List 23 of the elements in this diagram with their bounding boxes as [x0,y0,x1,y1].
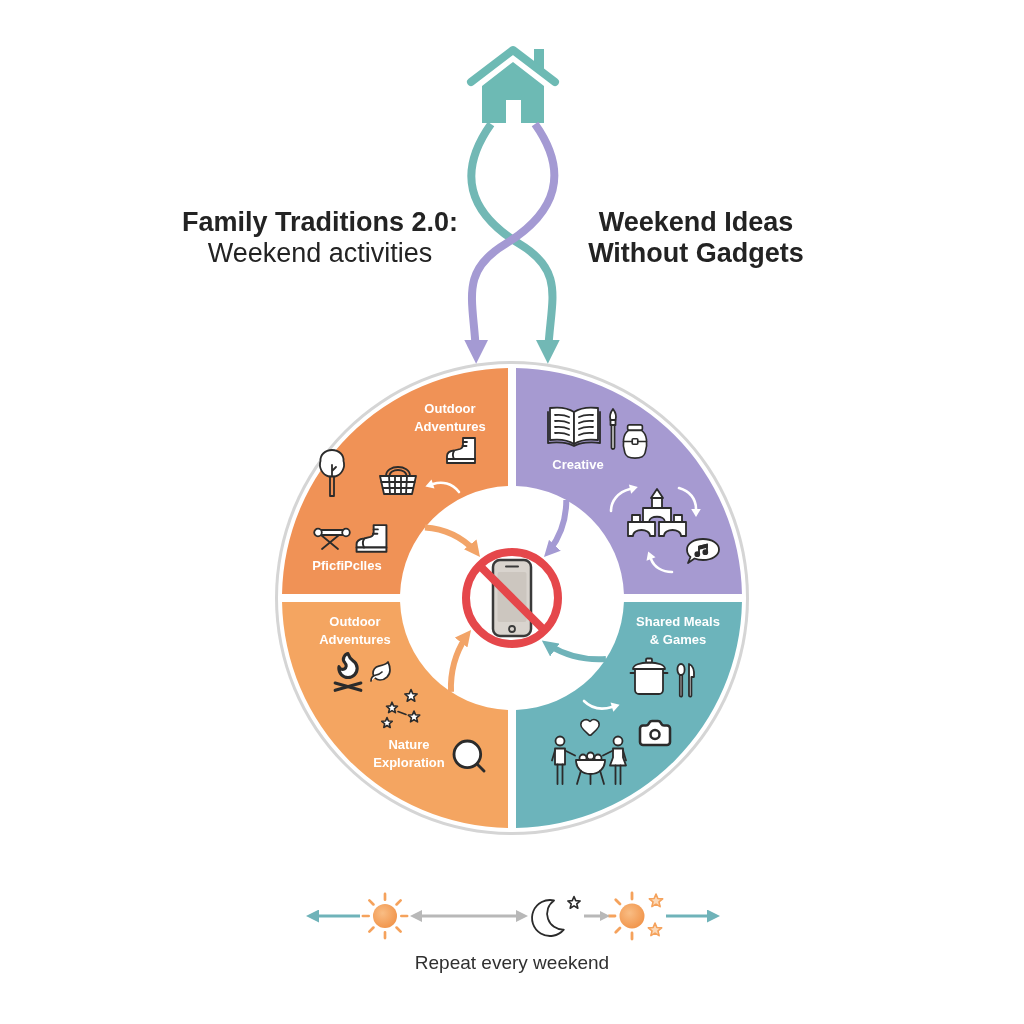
arrow [584,911,610,921]
quadrant-label: Outdoor Adventures [318,613,392,649]
quadrant-label: Shared Meals & Games [635,613,721,649]
moon-star-icon [528,894,584,938]
title: Family Traditions 2.0: [181,207,459,238]
curved-arrow [424,524,483,559]
subtitle: Weekend activities [207,238,433,269]
quadrant-label: PficfiPclles [311,557,383,575]
caption: Repeat every weekend [414,951,610,975]
double-arrow [410,910,528,922]
sun-icon [360,891,410,941]
house-icon [466,44,560,124]
quadrant-label: Nature Exploration [372,736,446,772]
sun-stars-icon [610,891,666,941]
arrow [306,909,360,923]
no-phone-icon [460,546,564,650]
curved-arrow [540,638,607,663]
heading: Weekend Ideas Without Gadgets [587,207,805,269]
quadrant-label: Outdoor Adventures [413,400,487,436]
curved-arrow [541,499,570,559]
curved-arrow [447,628,474,692]
quadrant-label: Creative [551,456,605,474]
arrow [666,909,720,923]
